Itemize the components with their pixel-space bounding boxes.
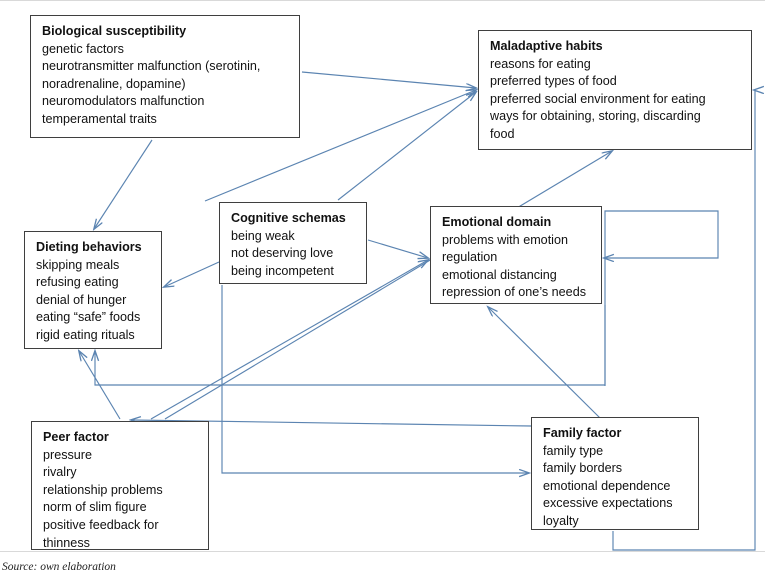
node-item: refusing eating bbox=[36, 275, 119, 290]
node-item: preferred social environment for eating bbox=[490, 91, 706, 106]
edge-right-elbow-to-emotional bbox=[604, 210, 719, 386]
node-item: relationship problems bbox=[43, 482, 163, 497]
node-item: loyalty bbox=[543, 513, 579, 528]
node-item: neuromodulators malfunction bbox=[42, 94, 205, 109]
node-item: food bbox=[490, 126, 515, 141]
edge-cognitive-to-dieting bbox=[164, 261, 220, 287]
node-peer-factor[interactable]: Peer factor pressure rivalry relationshi… bbox=[31, 421, 209, 550]
node-title: Family factor bbox=[543, 426, 622, 440]
node-item: emotional distancing bbox=[442, 267, 557, 282]
node-item: not deserving love bbox=[231, 246, 334, 261]
node-title: Dieting behaviors bbox=[36, 240, 142, 254]
node-item: emotional dependence bbox=[543, 478, 671, 493]
node-item: family borders bbox=[543, 461, 623, 476]
edge-cognitive-to-emotional bbox=[367, 239, 428, 258]
node-item: eating “safe” foods bbox=[36, 310, 141, 325]
node-item: family type bbox=[543, 443, 604, 458]
node-family-factor[interactable]: Family factor family type family borders… bbox=[531, 417, 699, 530]
top-divider bbox=[0, 0, 765, 1]
node-title: Biological susceptibility bbox=[42, 24, 187, 38]
node-item: rigid eating rituals bbox=[36, 327, 135, 342]
node-item: problems with emotion bbox=[442, 232, 568, 247]
edge-emotional-to-dieting bbox=[95, 305, 606, 386]
node-item: ways for obtaining, storing, discarding bbox=[490, 109, 701, 124]
node-item: temperamental traits bbox=[42, 111, 157, 126]
node-item: pressure bbox=[43, 447, 92, 462]
node-title: Cognitive schemas bbox=[231, 211, 346, 225]
node-title: Maladaptive habits bbox=[490, 39, 603, 53]
edge-family-to-emotional bbox=[488, 307, 601, 419]
edge-peer-to-dieting bbox=[79, 351, 121, 420]
node-cognitive-schemas[interactable]: Cognitive schemas being weak not deservi… bbox=[219, 202, 367, 284]
node-item: norm of slim figure bbox=[43, 500, 147, 515]
node-item: reasons for eating bbox=[490, 56, 591, 71]
node-title: Peer factor bbox=[43, 430, 109, 444]
node-item: being incompetent bbox=[231, 263, 334, 278]
node-maladaptive-habits[interactable]: Maladaptive habits reasons for eating pr… bbox=[478, 30, 752, 150]
edge-bio-to-dieting bbox=[94, 139, 153, 229]
bottom-divider bbox=[0, 551, 765, 552]
edge-bio-to-maladaptive bbox=[301, 71, 476, 88]
node-item: rivalry bbox=[43, 465, 77, 480]
source-note: Source: own elaboration bbox=[2, 561, 116, 573]
node-item: preferred types of food bbox=[490, 74, 617, 89]
node-item: thinness bbox=[43, 535, 90, 550]
node-emotional-domain[interactable]: Emotional domain problems with emotion r… bbox=[430, 206, 602, 304]
node-item: genetic factors bbox=[42, 41, 124, 56]
node-dieting-behaviors[interactable]: Dieting behaviors skipping meals refusin… bbox=[24, 231, 162, 349]
node-item: positive feedback for bbox=[43, 517, 159, 532]
node-item: neurotransmitter malfunction (serotinin, bbox=[42, 59, 261, 74]
node-item: noradrenaline, dopamine) bbox=[42, 76, 186, 91]
node-item: repression of one’s needs bbox=[442, 285, 586, 300]
edge-cognitive-to-maladaptive bbox=[337, 92, 476, 201]
node-item: being weak bbox=[231, 228, 295, 243]
node-item: excessive expectations bbox=[543, 496, 673, 511]
node-title: Emotional domain bbox=[442, 215, 552, 229]
node-item: regulation bbox=[442, 250, 498, 265]
node-item: skipping meals bbox=[36, 257, 120, 272]
node-item: denial of hunger bbox=[36, 292, 127, 307]
node-biological-susceptibility[interactable]: Biological susceptibility genetic factor… bbox=[30, 15, 300, 138]
edge-cognitive-to-family bbox=[221, 285, 529, 473]
